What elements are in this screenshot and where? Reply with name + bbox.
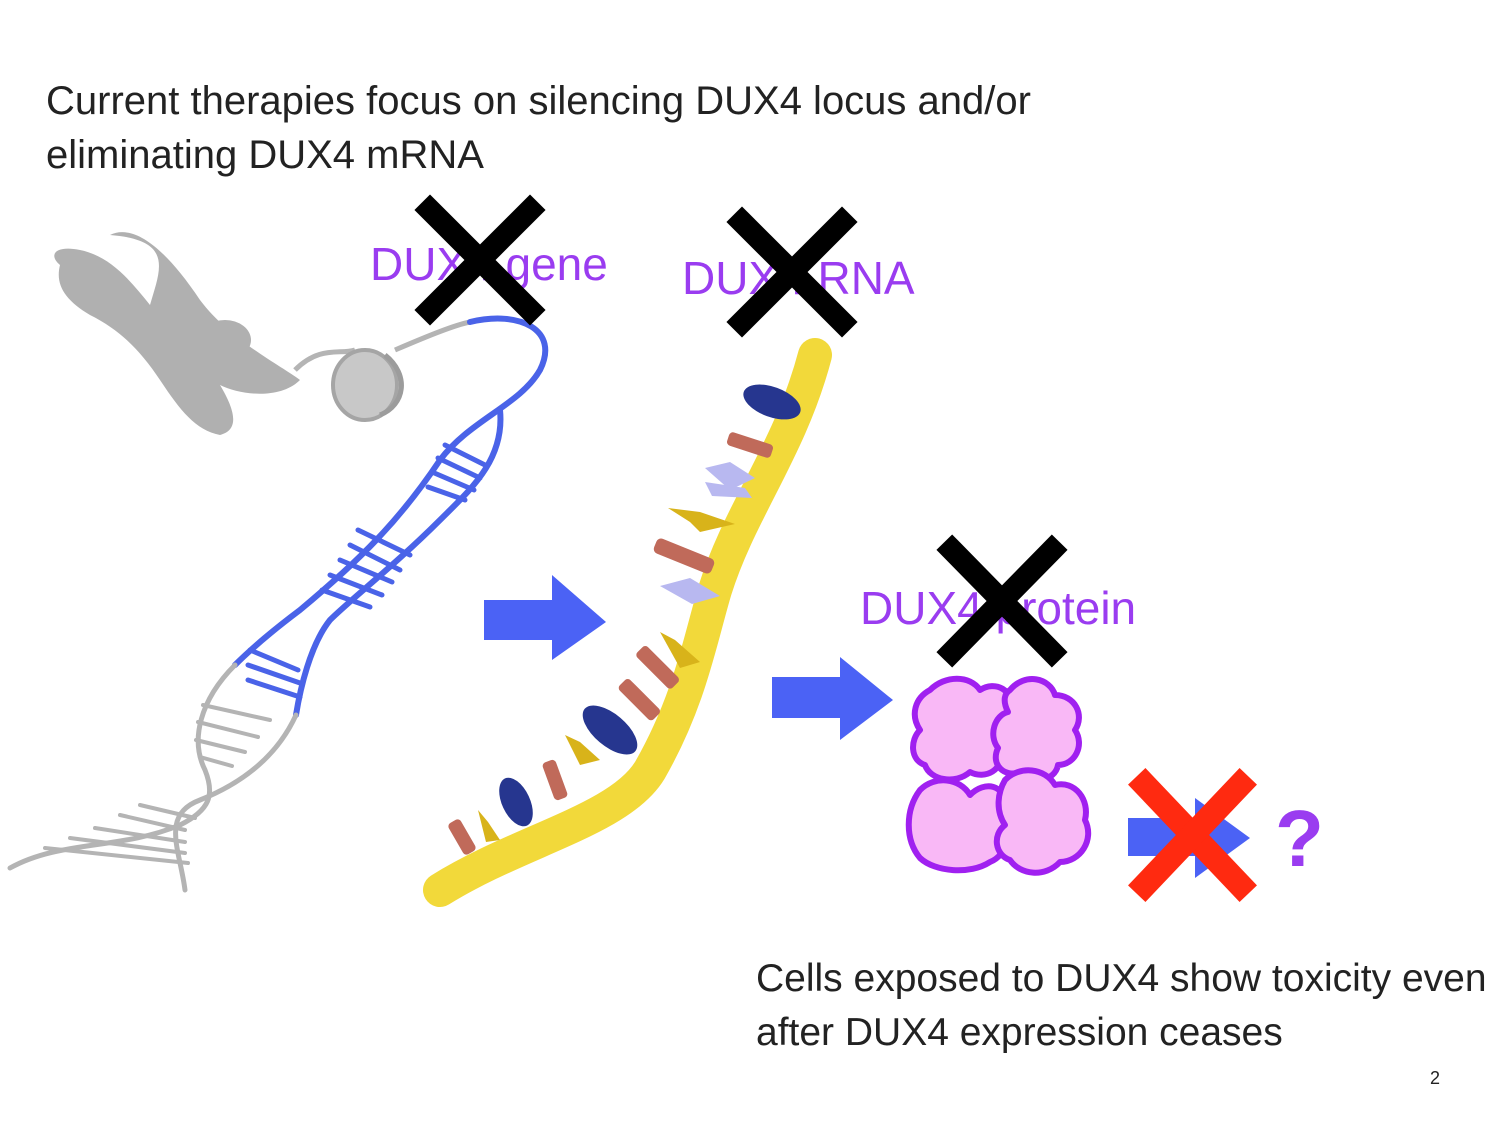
question-mark: ? [1275,794,1324,883]
cross-mark-icon [414,194,1068,668]
arrow-rna-to-protein [772,657,893,740]
red-cross-mark-icon [1128,768,1257,902]
protein-icon [905,675,1092,876]
arrow-gene-to-rna [484,575,606,660]
chromosome-icon [54,232,471,435]
dna-helix-icon [7,315,549,893]
protein-cross-mark [936,534,1068,668]
nucleotide-icon [448,384,801,855]
rna-cross-mark [726,206,858,338]
mrna-strand-icon [423,338,832,907]
slide-title: Current therapies focus on silencing DUX… [46,79,1031,177]
page-number: 2 [1430,1068,1441,1088]
gene-cross-mark [414,194,546,326]
footer-text: Cells exposed to DUX4 show toxicity even… [756,957,1487,1054]
